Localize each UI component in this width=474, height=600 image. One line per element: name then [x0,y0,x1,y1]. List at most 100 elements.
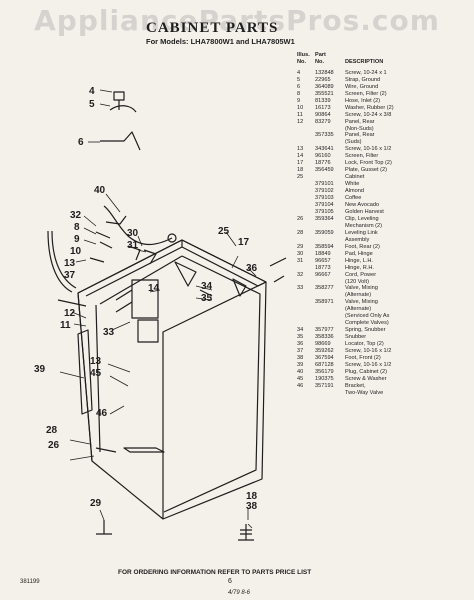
part-number: 96657 [315,257,331,264]
illus-number: 37 [297,348,304,355]
illus-number [297,237,315,244]
callout-6: 6 [78,137,84,148]
ground-strap [109,105,137,113]
callout-30: 30 [127,228,139,239]
part-number [315,292,345,299]
document-number: 381199 [20,579,40,585]
callout-38: 38 [246,501,258,512]
part-number: 355521 [315,90,334,97]
parts-row: Assembly [297,237,467,244]
illus-number [297,139,315,146]
illus-number: 38 [297,354,304,361]
part-description: Screen, Filter [345,153,379,160]
part-number: 357191 [315,382,334,389]
illus-number: 26 [297,215,304,222]
part-description: Golden Harvest [345,208,384,215]
part-description: Panel, Rear [345,132,375,139]
callout-28: 28 [46,425,58,436]
part-number [315,174,345,181]
illus-number [297,292,315,299]
part-description: (Alternate) [345,292,372,299]
screw-part [113,91,125,110]
illus-number: 17 [297,160,304,167]
callout-9: 9 [74,234,80,245]
illus-number [297,390,315,397]
illus-number: 32 [297,271,304,278]
part-number: 379104 [315,202,334,209]
callout-46: 46 [96,408,108,419]
part-description: Assembly [345,236,370,243]
description-header: DESCRIPTION [345,58,384,65]
part-number: 96160 [315,153,331,160]
callout-39: 39 [34,364,46,375]
part-description: Bracket, [345,382,366,389]
illus-number: 35 [297,334,304,341]
callout-5: 5 [89,99,95,110]
illus-number: 12 [297,118,304,125]
part-number: 364089 [315,83,334,90]
part-number [315,390,345,397]
part-description: Mechanism (2) [345,222,382,229]
illus-number: 33 [297,285,304,292]
part-number [315,139,345,146]
watermark: AppliancePartsPros.com [34,4,440,37]
part-number: 356179 [315,368,334,375]
illus-number: 10 [297,104,304,111]
illus-number [297,299,315,306]
rear-panel [77,329,93,415]
callout-37: 37 [64,270,76,281]
part-description: Leveling Link [345,229,378,236]
handwritten-note: 4/79 8-6 [228,590,251,596]
part-number: 18773 [315,264,331,271]
part-number [315,126,345,133]
callout-18: 18 [246,491,258,502]
part-description: Screw, 10-16 x 1/2 [345,348,392,355]
parts-row: (120 Volt) [297,279,467,286]
callout-29: 29 [90,498,102,509]
illus-number: 40 [297,368,304,375]
part-number: 379102 [315,188,334,195]
leveling-link [123,447,165,453]
callout-4: 4 [89,86,95,97]
part-number: 81339 [315,97,331,104]
part-description: Valve, Mixing [345,299,378,306]
callout-8: 8 [74,222,80,233]
callout-25: 25 [218,226,230,237]
illus-number: 39 [297,361,304,368]
part-number [315,223,345,230]
part-description: White [345,181,360,188]
part-description: (Serviced Only As [345,313,390,320]
part-number: 357335 [315,132,334,139]
callout-11: 11 [60,320,71,331]
illus-number: 46 [297,382,304,389]
part-number: 98669 [315,341,331,348]
part-description: Screw, 10-16 x 1/2 [345,146,392,153]
mixing-valve [131,279,159,319]
part-number: 359364 [315,215,334,222]
part-description: (Alternate) [345,306,372,313]
callout-12: 12 [64,308,76,319]
illus-number [297,279,315,286]
illus-number [297,188,315,195]
part-description: (Suds) [345,139,362,146]
parts-row: (Alternate) [297,292,467,299]
part-number: 359262 [315,348,334,355]
